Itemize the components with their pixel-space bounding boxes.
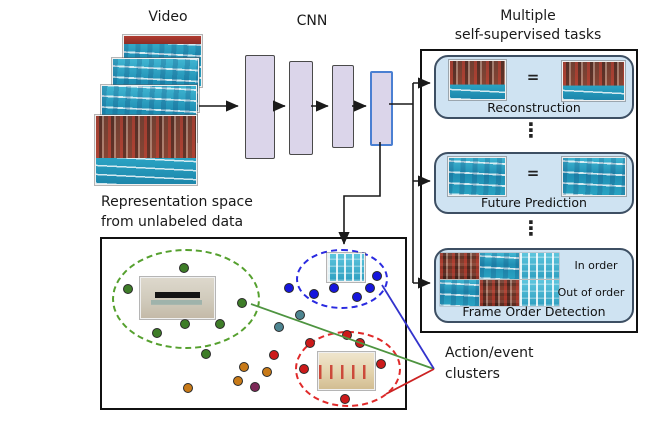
- task-card-reconstruction: = Reconstruction: [434, 55, 634, 119]
- scatter-dot: [250, 382, 260, 392]
- equals-sign: =: [526, 164, 540, 182]
- scatter-dot: [295, 310, 305, 320]
- future-output-image: [562, 157, 626, 196]
- clusters-label-line1: Action/event: [445, 345, 534, 361]
- embedding-layer: [370, 71, 393, 146]
- scatter-dot: [269, 350, 279, 360]
- future-input-image: [448, 157, 506, 196]
- video-frame-front: [95, 115, 197, 185]
- scatter-dot: [284, 283, 294, 293]
- scatter-dot: [274, 322, 284, 332]
- task-card-future-prediction: = Future Prediction: [434, 152, 634, 214]
- basketball-thumbnail: [318, 352, 375, 390]
- cnn-layer-1: [245, 55, 275, 159]
- tasks-title-line1: Multiple: [500, 8, 556, 24]
- scatter-dot: [342, 330, 352, 340]
- pushup-thumbnail: [140, 277, 215, 319]
- future-prediction-label: Future Prediction: [481, 195, 587, 210]
- scatter-dot: [152, 328, 162, 338]
- arrow-embedding-to-space: [338, 142, 381, 245]
- out-of-order-option: Out of order: [557, 286, 625, 299]
- cnn-layer-3: [332, 65, 354, 148]
- frame-order-label: Frame Order Detection: [462, 304, 606, 319]
- reconstruction-output-image: [562, 61, 625, 101]
- collage-frame-crowd: [480, 280, 519, 306]
- scatter-dot: [123, 284, 133, 294]
- scatter-dot: [183, 383, 193, 393]
- scatter-dot: [365, 283, 375, 293]
- ellipsis-1: ⋮: [521, 118, 541, 142]
- collage-frame-pool-light: [520, 280, 559, 306]
- representation-title-line2: from unlabeled data: [101, 214, 244, 230]
- scatter-dot: [355, 338, 365, 348]
- collage-frame-crowd: [440, 253, 479, 279]
- scatter-dot: [340, 394, 350, 404]
- cnn-layer-2: [289, 61, 313, 155]
- representation-title-line1: Representation space: [101, 194, 253, 210]
- equals-sign: =: [526, 68, 540, 86]
- cnn-label: CNN: [296, 13, 328, 29]
- video-label: Video: [148, 9, 188, 25]
- reconstruction-label: Reconstruction: [487, 100, 581, 115]
- ellipsis-2: ⋮: [521, 216, 541, 240]
- tasks-title-line2: self-supervised tasks: [454, 27, 602, 43]
- in-order-option: In order: [574, 259, 618, 272]
- scatter-dot: [233, 376, 243, 386]
- swim-thumbnail: [327, 253, 365, 282]
- collage-frame-pool-light: [520, 253, 559, 279]
- scatter-dot: [372, 271, 382, 281]
- task-card-frame-order: In order Out of order Frame Order Detect…: [434, 248, 634, 323]
- scatter-dot: [309, 289, 319, 299]
- scatter-dot: [376, 359, 386, 369]
- scatter-dot: [329, 283, 339, 293]
- scatter-dot: [215, 319, 225, 329]
- scatter-dot: [239, 362, 249, 372]
- scatter-dot: [305, 338, 315, 348]
- scatter-dot: [201, 349, 211, 359]
- reconstruction-input-image: [449, 60, 506, 100]
- scatter-dot: [299, 364, 309, 374]
- frame-order-collage: [440, 253, 559, 306]
- clusters-label-line2: clusters: [445, 366, 500, 382]
- pushup-cluster: [112, 249, 260, 349]
- scatter-dot: [352, 292, 362, 302]
- collage-frame-pool: [440, 280, 479, 306]
- collage-frame-pool: [480, 253, 519, 279]
- scatter-dot: [179, 263, 189, 273]
- scatter-dot: [180, 319, 190, 329]
- scatter-dot: [262, 367, 272, 377]
- scatter-dot: [237, 298, 247, 308]
